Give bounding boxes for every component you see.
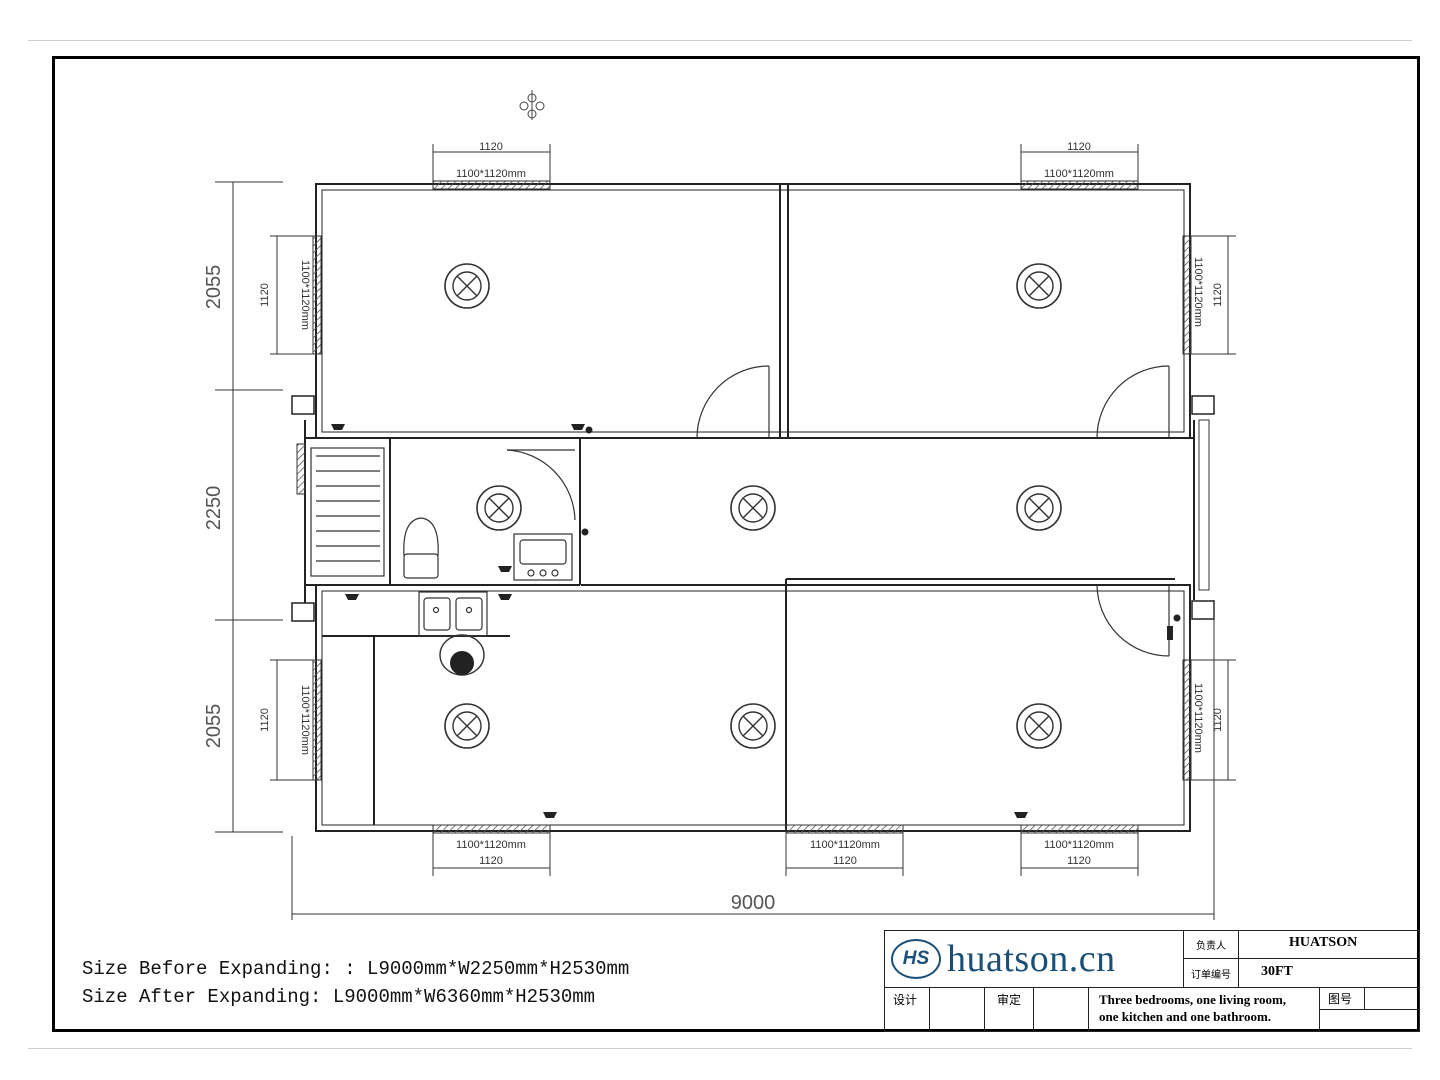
window-label-bottom-mid: 1100*1120mm xyxy=(810,839,880,851)
column-posts xyxy=(291,395,1215,622)
project-description: Three bedrooms, one living room, one kit… xyxy=(1088,987,1320,1032)
dim-width-bottom-right: 1120 xyxy=(1067,855,1091,867)
dim-2055-top: 2055 xyxy=(203,265,225,310)
dim-2055-bottom: 2055 xyxy=(203,704,225,749)
size-before-note: Size Before Expanding: : L9000mm*W2250mm… xyxy=(82,958,630,980)
dim-width-top-left: 1120 xyxy=(479,141,503,153)
wall-fixtures xyxy=(331,424,1181,818)
label-drawing-no: 图号 xyxy=(1319,987,1365,1010)
doors xyxy=(506,365,1210,657)
dim-width-bottom-left: 1120 xyxy=(479,855,503,867)
label-responsible: 负责人 xyxy=(1183,930,1239,959)
page-top-rule xyxy=(28,40,1412,41)
drawing-no-value xyxy=(1364,987,1420,1010)
toilet-icon xyxy=(403,517,439,579)
dimension-lines xyxy=(215,144,1236,920)
dim-width-top-right: 1120 xyxy=(1067,141,1091,153)
window-label-left-bottom: 1100*1120mm xyxy=(299,685,311,755)
dim-height-left-bottom: 1120 xyxy=(259,708,271,732)
design-value xyxy=(929,987,985,1032)
description-line-1: Three bedrooms, one living room, xyxy=(1099,992,1287,1007)
window-label-bottom-right: 1100*1120mm xyxy=(1044,839,1114,851)
window-label-bottom-left: 1100*1120mm xyxy=(456,839,526,851)
company-name: HUATSON xyxy=(1238,930,1420,959)
logo-cell: HS huatson.cn xyxy=(884,930,1184,988)
label-order-no: 订单编号 xyxy=(1183,958,1239,988)
window-label-right-top: 1100*1120mm xyxy=(1192,257,1204,327)
window-label-top-left: 1100*1120mm xyxy=(456,168,526,180)
title-block: HS huatson.cn 负责人 HUATSON 订单编号 30FT 设计 审… xyxy=(884,930,1420,1032)
washbasin-icon xyxy=(513,533,573,581)
dim-height-left-top: 1120 xyxy=(259,283,271,307)
description-line-2: one kitchen and one bathroom. xyxy=(1099,1009,1272,1024)
dim-height-right-top: 1120 xyxy=(1212,283,1224,307)
drawing-no-extra xyxy=(1319,1009,1420,1032)
hs-logo-icon: HS xyxy=(891,939,941,979)
approve-value xyxy=(1033,987,1089,1032)
dim-2250: 2250 xyxy=(203,486,225,531)
size-after-note: Size After Expanding: L9000mm*W6360mm*H2… xyxy=(82,986,596,1008)
drawing-frame xyxy=(52,56,1420,1032)
window-label-left-top: 1100*1120mm xyxy=(299,260,311,330)
shower-tray xyxy=(310,447,385,577)
label-approve: 审定 xyxy=(984,987,1034,1032)
kitchen-sink-icon xyxy=(418,591,488,637)
site-name: huatson.cn xyxy=(947,938,1116,980)
dim-width-bottom-mid: 1120 xyxy=(833,855,857,867)
window-label-top-right: 1100*1120mm xyxy=(1044,168,1114,180)
model-code: 30FT xyxy=(1238,958,1420,988)
compass-icon xyxy=(519,90,545,120)
windows xyxy=(296,180,1192,834)
person-icon xyxy=(439,634,485,676)
window-label-right-bottom: 1100*1120mm xyxy=(1192,683,1204,753)
dim-overall-length: 9000 xyxy=(731,892,776,914)
dim-height-right-bottom: 1120 xyxy=(1212,708,1224,732)
label-design: 设计 xyxy=(884,987,930,1032)
page-bottom-rule xyxy=(28,1048,1412,1049)
